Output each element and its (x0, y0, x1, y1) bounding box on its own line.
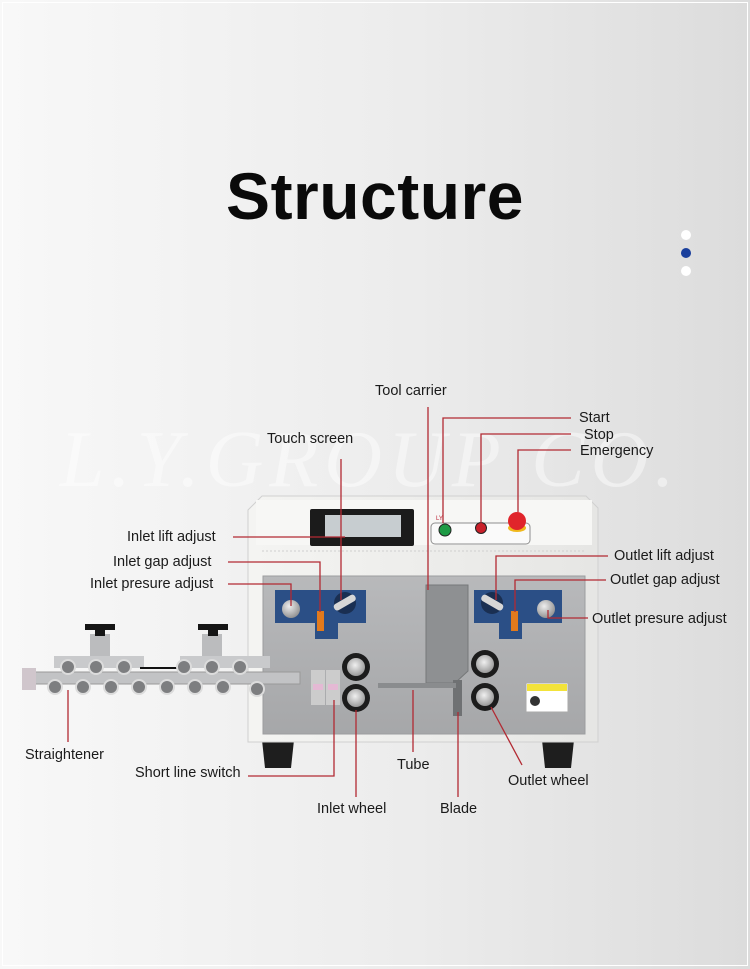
start-button[interactable] (438, 523, 452, 537)
callout-line-stop (480, 433, 571, 523)
inlet-pressure-knob[interactable] (282, 600, 300, 618)
label-tube: Tube (397, 757, 430, 773)
outlet-lift-knob[interactable] (480, 594, 504, 612)
watermark-text: L.Y.GROUP CO. (60, 416, 681, 504)
label-short-line-switch: Short line switch (135, 765, 241, 781)
short-line-switch[interactable] (311, 670, 340, 705)
label-emergency: Emergency (580, 443, 654, 459)
tube (378, 683, 456, 688)
callout-line-emergency (517, 449, 571, 512)
outlet-adjust-panel (474, 590, 562, 639)
callout-line-outlet-wheel (490, 706, 523, 766)
caution-sticker (525, 682, 569, 713)
label-inlet-lift-adjust: Inlet lift adjust (127, 529, 216, 545)
inlet-wheels (342, 653, 370, 712)
label-outlet-presure-adjust: Outlet presure adjust (592, 611, 727, 627)
page-title: Structure (226, 159, 524, 233)
blade (453, 680, 462, 716)
emergency-stop-button[interactable] (508, 512, 526, 530)
control-panel: LY (430, 512, 531, 545)
callout-line-short-line-switch (248, 700, 335, 777)
callout-line-outlet-gap (514, 579, 606, 612)
pagination-dot-3[interactable] (681, 266, 691, 276)
label-straightener: Straightener (25, 747, 104, 763)
label-touch-screen: Touch screen (267, 431, 354, 447)
callout-line-inlet-gap (228, 561, 321, 612)
stop-button[interactable] (475, 522, 487, 534)
pagination-dot-1[interactable] (681, 230, 691, 240)
outlet-pressure-knob[interactable] (537, 600, 555, 618)
machine-feet (262, 740, 574, 768)
svg-text:LY: LY (436, 516, 443, 522)
straightener[interactable] (22, 624, 301, 697)
inlet-lift-knob[interactable] (333, 594, 357, 612)
label-tool-carrier: Tool carrier (375, 383, 447, 399)
callout-line-outlet-lift (495, 555, 608, 600)
pagination-dot-2-active[interactable] (681, 248, 691, 258)
callout-line-outlet-presure (547, 610, 588, 619)
label-inlet-wheel: Inlet wheel (317, 801, 387, 817)
label-start: Start (579, 410, 610, 426)
label-outlet-gap-adjust: Outlet gap adjust (610, 572, 720, 588)
label-inlet-gap-adjust: Inlet gap adjust (113, 554, 212, 570)
label-outlet-lift-adjust: Outlet lift adjust (614, 548, 714, 564)
tool-carrier (425, 584, 469, 716)
callout-line-inlet-presure (228, 583, 292, 606)
callout-lines (67, 407, 608, 797)
label-blade: Blade (440, 801, 478, 817)
outlet-wheels (471, 650, 499, 711)
label-inlet-presure-adjust: Inlet presure adjust (90, 576, 214, 592)
label-outlet-wheel: Outlet wheel (508, 773, 589, 789)
label-stop: Stop (584, 427, 614, 443)
callout-line-start (442, 417, 571, 523)
inlet-adjust-panel (275, 590, 366, 639)
touch-screen (310, 509, 414, 546)
